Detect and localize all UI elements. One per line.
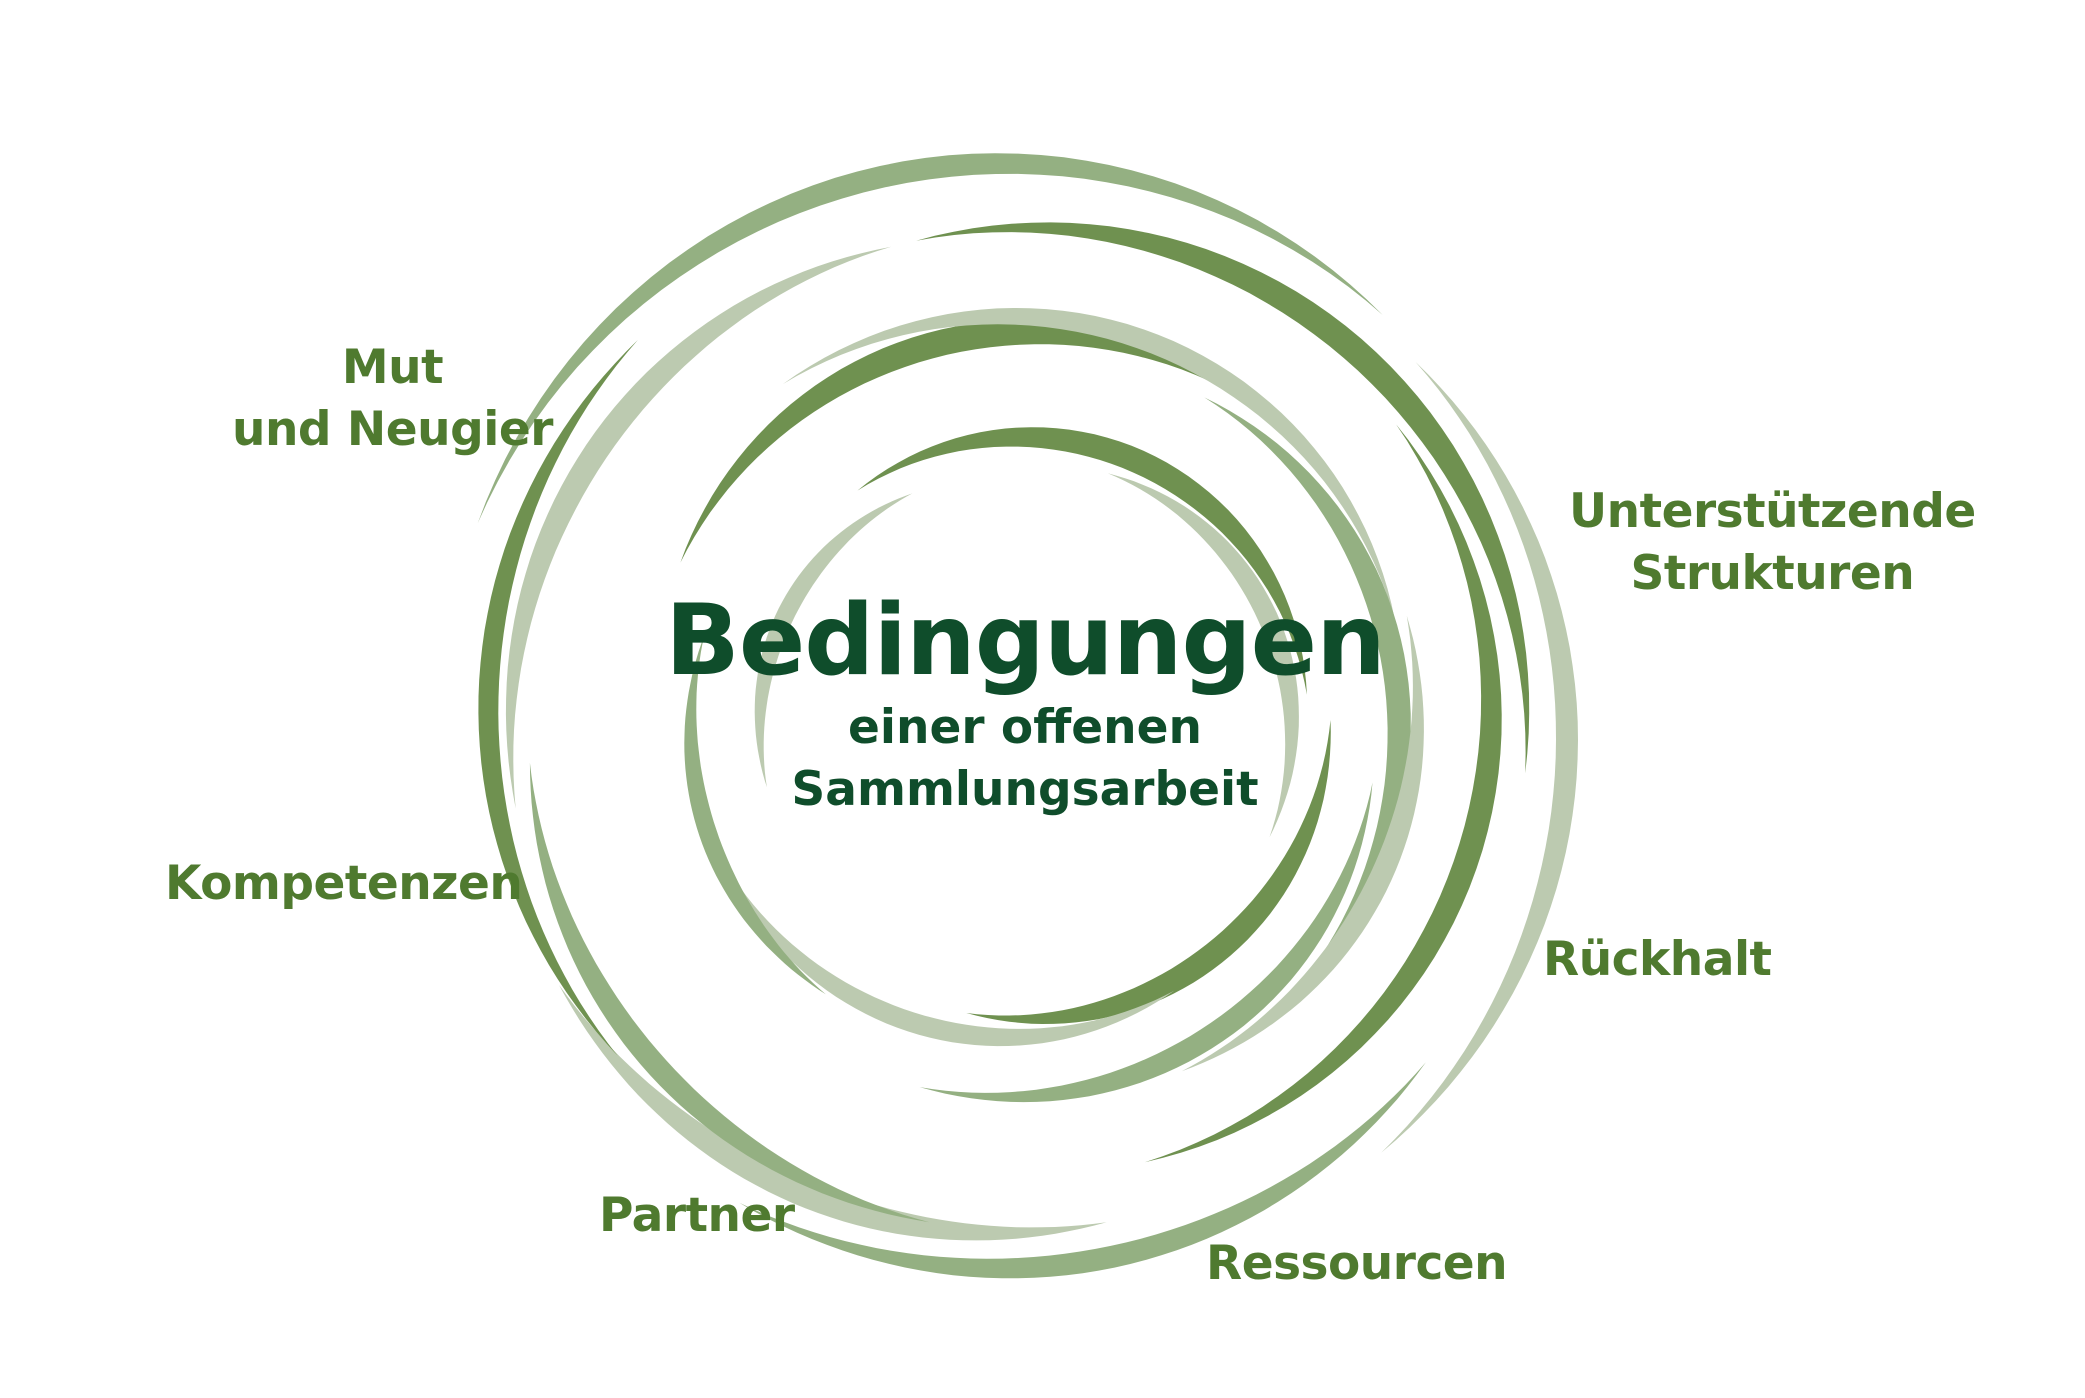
label-mut-und-neugier: Mut und Neugier xyxy=(232,337,553,461)
center-subtitle-line2: Sammlungsarbeit xyxy=(791,762,1259,817)
label-partner: Partner xyxy=(599,1188,795,1243)
label-unterstuetzende-line1: Unterstützende xyxy=(1569,484,1976,539)
swirl-arc xyxy=(1107,473,1299,838)
swirl-arc xyxy=(1144,424,1502,1163)
swirl-arc xyxy=(1204,397,1411,994)
label-unterstuetzende-strukturen: Unterstützende Strukturen xyxy=(1569,481,1976,605)
swirl-arc xyxy=(477,153,1383,524)
label-rueckhalt: Rückhalt xyxy=(1543,932,1772,987)
center-subtitle-line1: einer offenen xyxy=(848,700,1202,755)
center-heading: Bedingungen einer offenen Sammlungsarbei… xyxy=(665,584,1386,821)
swirl-arc xyxy=(857,427,1307,695)
center-title: Bedingungen xyxy=(665,584,1386,698)
swirl-arc xyxy=(680,320,1290,563)
swirl-arc xyxy=(782,308,1395,620)
swirl-arc xyxy=(529,762,930,1223)
swirl-arc xyxy=(478,339,638,1056)
swirl-arc xyxy=(1381,362,1578,1153)
label-kompetenzen: Kompetenzen xyxy=(165,856,523,911)
swirl-arc xyxy=(721,858,1175,1047)
label-unterstuetzende-line2: Strukturen xyxy=(1630,546,1915,601)
label-mut-line1: Mut xyxy=(341,340,444,395)
swirl-arc xyxy=(916,222,1530,774)
swirl-arc xyxy=(684,635,826,995)
label-mut-line2: und Neugier xyxy=(232,402,553,457)
swirl-arcs xyxy=(477,153,1578,1279)
swirl-arc xyxy=(1181,615,1424,1072)
swirl-arc xyxy=(754,493,913,788)
swirl-arc xyxy=(559,985,1107,1241)
label-ressourcen: Ressourcen xyxy=(1206,1236,1508,1291)
